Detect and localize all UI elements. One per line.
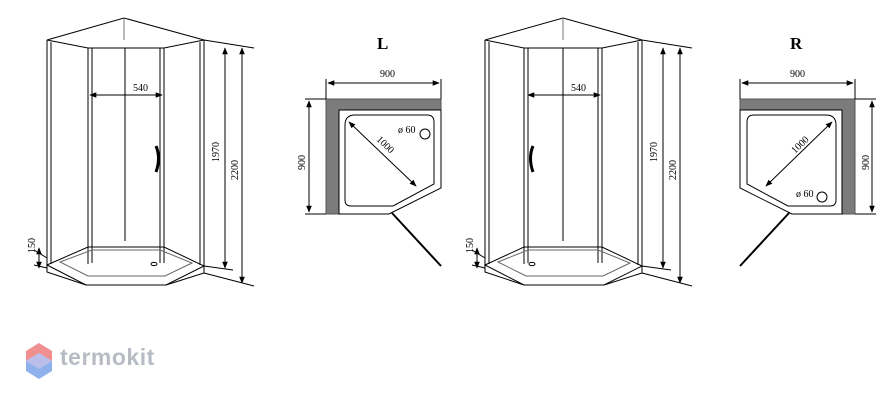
right-plan-title: R <box>790 34 803 53</box>
right-plan-diagonal <box>765 121 833 187</box>
brand-logo-text: termokit <box>60 344 155 370</box>
right-plan-door <box>739 212 790 267</box>
left-cabin-height-label: 1970 <box>211 142 222 162</box>
left-plan-drain-label: ø 60 <box>398 125 416 136</box>
left-front-view <box>33 17 255 287</box>
left-plan-depth-label: 900 <box>297 155 308 170</box>
right-tray-height-label: 150 <box>465 238 476 253</box>
left-cabin-roof <box>46 17 205 49</box>
right-plan-drain <box>816 191 828 203</box>
left-shower-tray <box>45 246 206 286</box>
left-plan-door <box>391 212 442 267</box>
left-door-width-label: 540 <box>133 83 148 94</box>
left-plan-title: L <box>377 34 388 53</box>
right-cabin-height-label: 1970 <box>649 142 660 162</box>
right-shower-tray <box>483 246 644 286</box>
termokit-logo-icon <box>26 343 52 379</box>
left-plan-diagonal <box>348 121 417 187</box>
right-cabin-roof <box>484 17 643 49</box>
right-total-height-label: 2200 <box>668 160 679 180</box>
right-plan-depth-label: 900 <box>861 155 872 170</box>
right-plan-drain-label: ø 60 <box>796 189 814 200</box>
left-plan-view <box>305 79 442 267</box>
left-plan-drain <box>419 128 431 140</box>
right-plan-view <box>739 79 876 267</box>
right-plan-basin <box>746 114 837 207</box>
right-front-view <box>471 17 693 287</box>
left-total-height-label: 2200 <box>230 160 241 180</box>
left-tray-height-label: 150 <box>27 238 38 253</box>
left-door-handle <box>154 145 160 173</box>
right-plan-width-label: 900 <box>790 69 805 80</box>
left-plan-width-label: 900 <box>380 69 395 80</box>
right-door-width-label: 540 <box>571 83 586 94</box>
left-plan-basin <box>344 114 435 207</box>
right-door-handle <box>529 145 535 173</box>
